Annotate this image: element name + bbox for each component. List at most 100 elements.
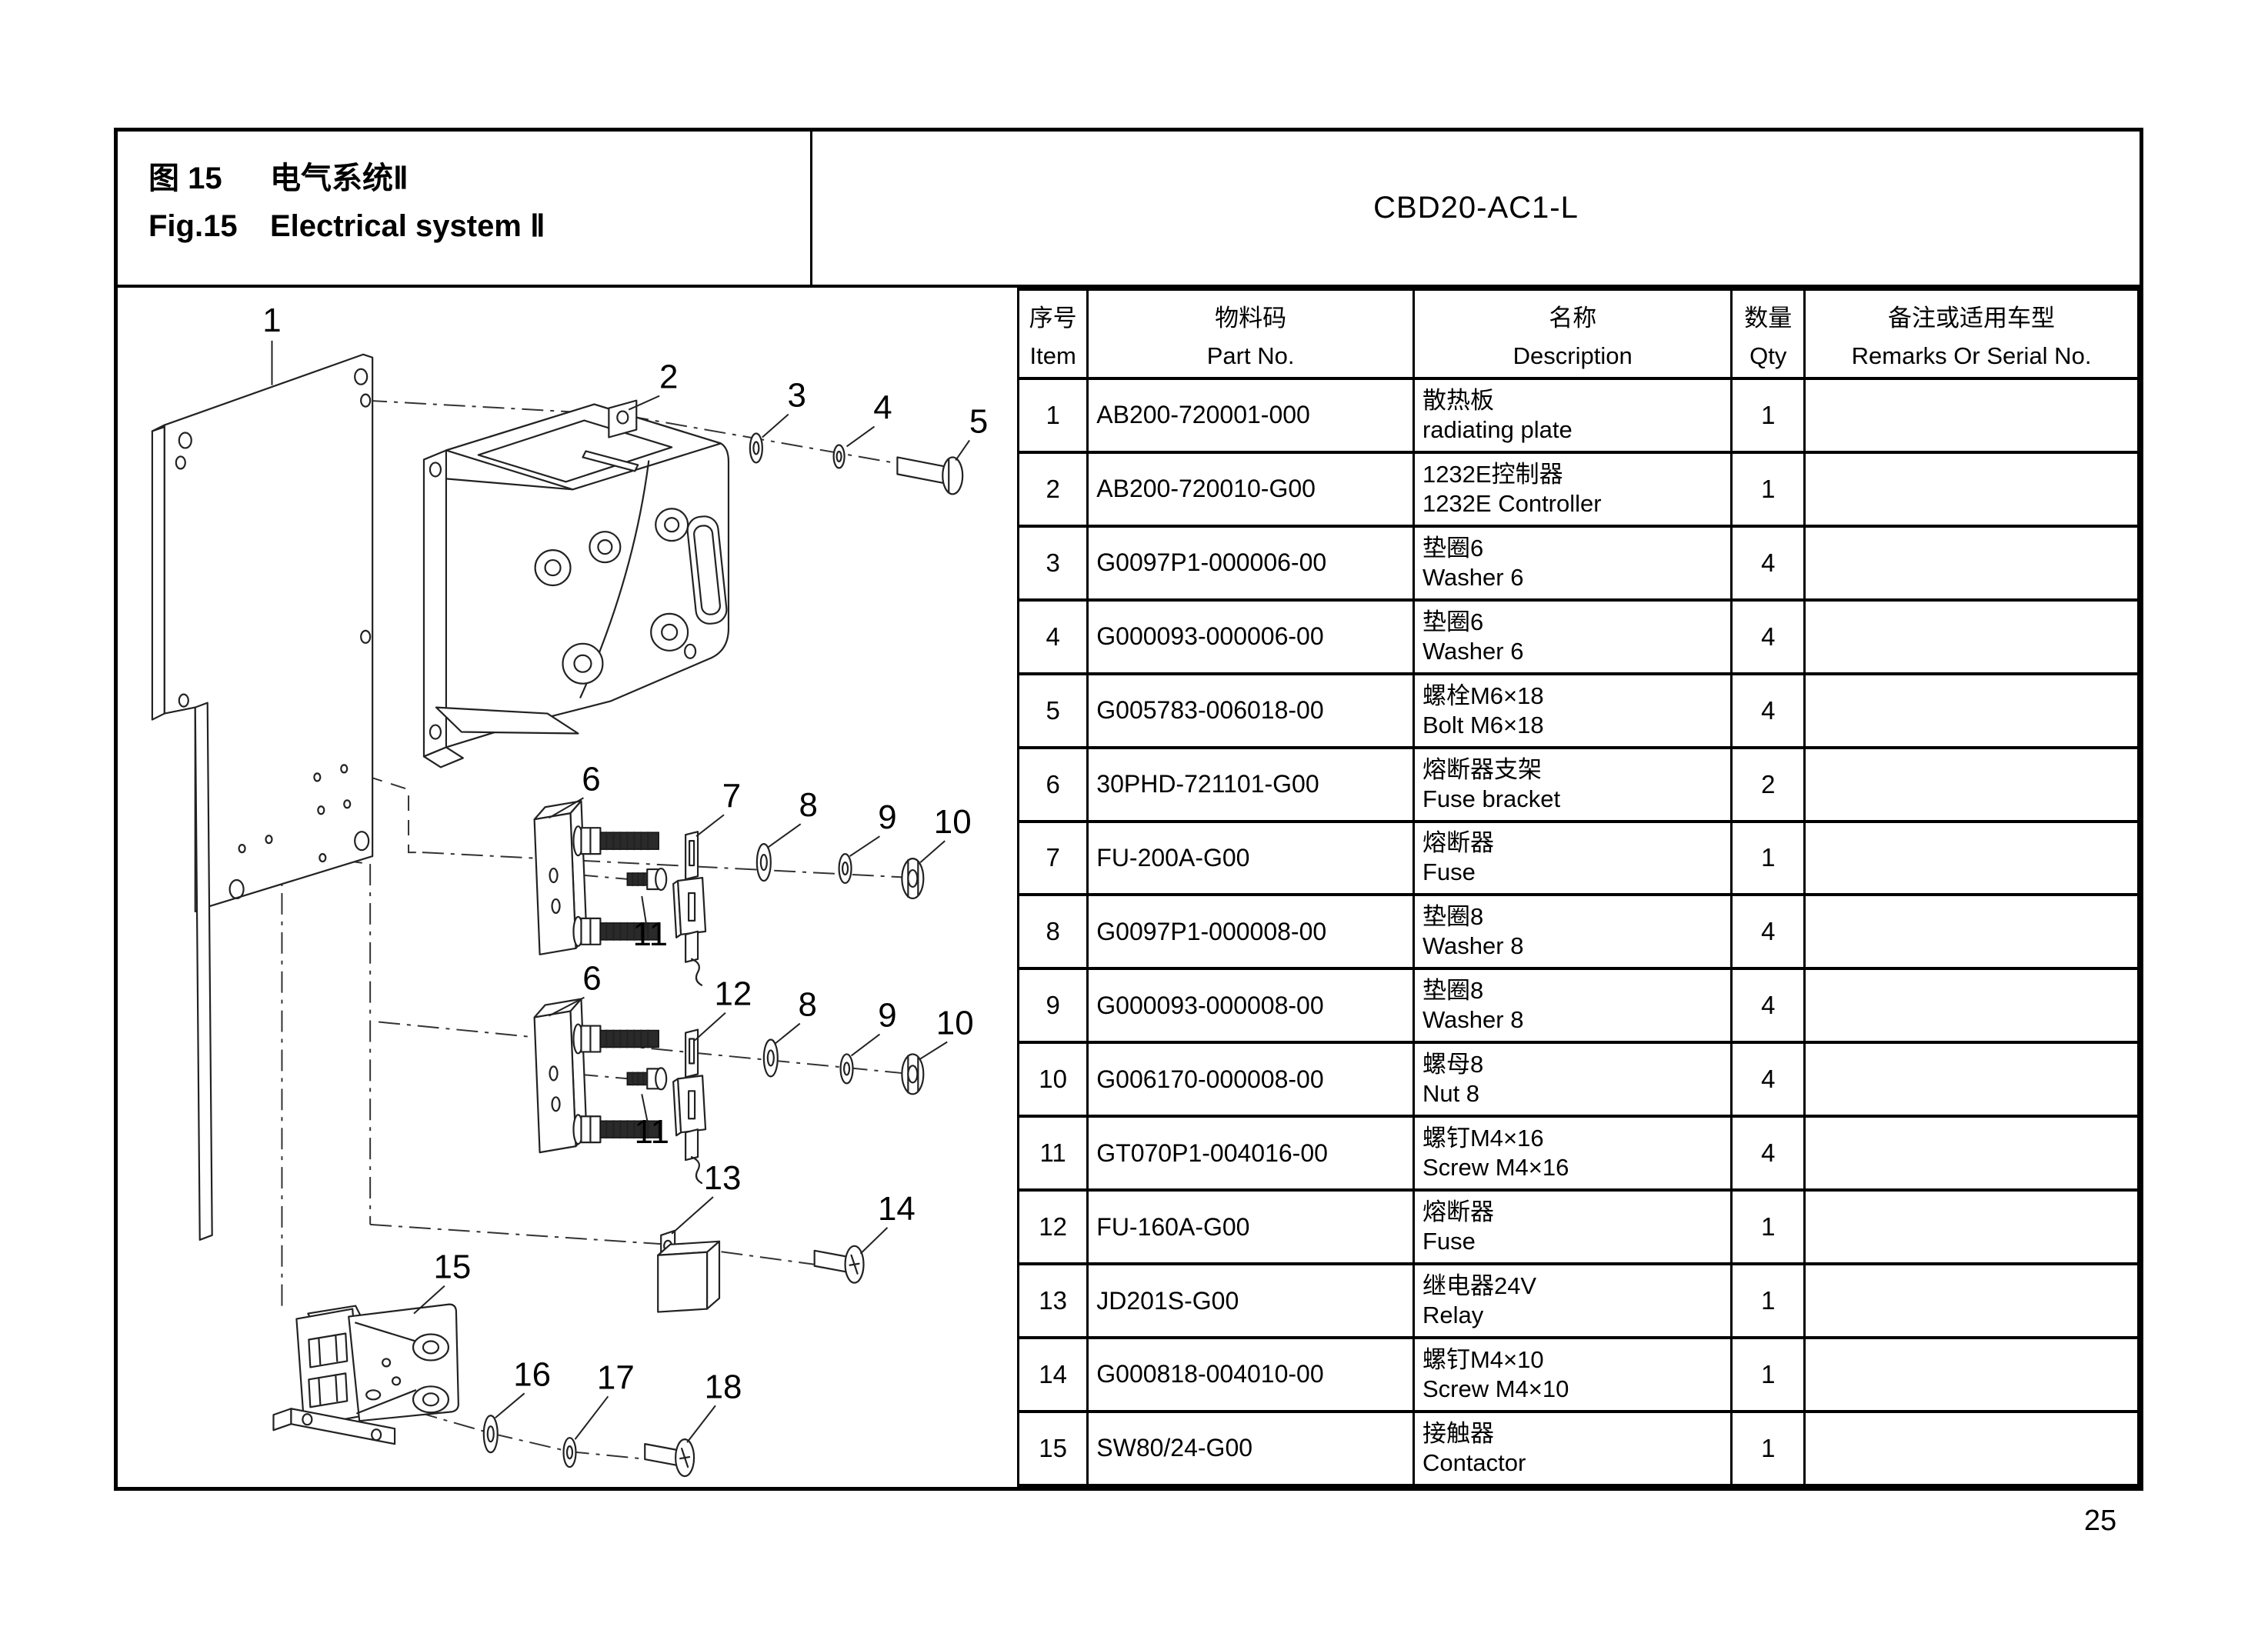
callout-leader-10	[919, 840, 946, 863]
callout-5: 5	[969, 403, 988, 441]
remarks-cell	[1803, 1188, 2140, 1266]
qty-cell: 2	[1730, 745, 1806, 823]
controller-bosses	[534, 508, 689, 685]
callout-12: 12	[715, 975, 752, 1013]
part-no-cell: AB200-720001-000	[1086, 377, 1415, 454]
part-no-cell: G006170-000008-00	[1086, 1041, 1415, 1118]
callout-18: 18	[705, 1368, 742, 1405]
callout-leader-14	[859, 1227, 889, 1255]
item-cell: 10	[1016, 1041, 1089, 1118]
callout-10: 10	[934, 803, 972, 841]
callout-3: 3	[788, 377, 806, 415]
item-cell: 11	[1016, 1115, 1089, 1192]
callout-6: 6	[582, 960, 601, 998]
qty-cell: 1	[1730, 377, 1806, 454]
controller-drawing	[422, 399, 730, 768]
callout-1: 1	[262, 302, 281, 339]
callout-leader-18	[686, 1405, 716, 1443]
callout-leader-13	[671, 1196, 714, 1235]
screw-m4x10-drawing	[813, 1245, 865, 1284]
center-lines	[242, 399, 913, 1461]
item-cell: 3	[1016, 524, 1089, 602]
part-no-cell: JD201S-G00	[1086, 1262, 1415, 1339]
remarks-cell	[1803, 598, 2140, 675]
remarks-cell	[1803, 1041, 2140, 1118]
item-cell: 13	[1016, 1262, 1089, 1339]
remarks-cell	[1803, 967, 2140, 1045]
qty-cell: 4	[1730, 893, 1806, 971]
callout-8: 8	[799, 786, 817, 824]
fuse-200a	[672, 831, 707, 986]
callout-10: 10	[936, 1005, 974, 1042]
qty-cell: 1	[1730, 1409, 1806, 1488]
callout-15: 15	[433, 1248, 471, 1286]
washer-8b-lower	[839, 1053, 854, 1085]
qty-cell: 4	[1730, 598, 1806, 675]
callout-leader-9	[850, 1033, 881, 1057]
part-no-cell: SW80/24-G00	[1086, 1409, 1415, 1488]
callout-8: 8	[798, 986, 816, 1024]
qty-cell: 4	[1730, 1041, 1806, 1118]
screw-18-drawing	[644, 1438, 695, 1478]
callout-11: 11	[634, 1113, 669, 1151]
callout-leader-16	[495, 1392, 525, 1418]
callout-leader-11	[641, 1094, 650, 1128]
washer-8-lower	[762, 1038, 779, 1078]
bolt-m6x18-drawing	[896, 456, 964, 495]
screw-m4x16-lower	[626, 1067, 668, 1091]
contactor-drawing	[272, 1303, 459, 1445]
callout-leader-4	[845, 425, 876, 448]
nut-8-upper	[901, 857, 925, 900]
fuse-160a	[672, 1028, 707, 1185]
remarks-cell	[1803, 745, 2140, 823]
item-cell: 14	[1016, 1335, 1089, 1413]
item-cell: 12	[1016, 1188, 1089, 1266]
part-no-cell: G000093-000008-00	[1086, 967, 1415, 1045]
relay-drawing	[657, 1229, 721, 1313]
callout-9: 9	[878, 798, 896, 836]
fuse-bracket-assembly-lower	[533, 998, 925, 1185]
remarks-cell	[1803, 1335, 2140, 1413]
callout-leader-5	[955, 439, 970, 461]
callout-leader-8	[768, 823, 802, 848]
callout-leader-6	[549, 797, 584, 819]
part-no-cell: G0097P1-000006-00	[1086, 524, 1415, 602]
figure-name-cn: 电气系统Ⅱ	[270, 162, 409, 195]
remarks-cell	[1803, 1409, 2140, 1488]
callout-leader-10	[919, 1041, 948, 1060]
part-no-cell: 30PHD-721101-G00	[1086, 745, 1415, 823]
callout-leader-8	[775, 1022, 801, 1045]
callout-leader-7	[695, 814, 725, 837]
item-cell: 9	[1016, 967, 1089, 1045]
washer-16-drawing	[482, 1415, 499, 1454]
qty-cell: 1	[1730, 819, 1806, 897]
page-number: 25	[2083, 1505, 2117, 1537]
